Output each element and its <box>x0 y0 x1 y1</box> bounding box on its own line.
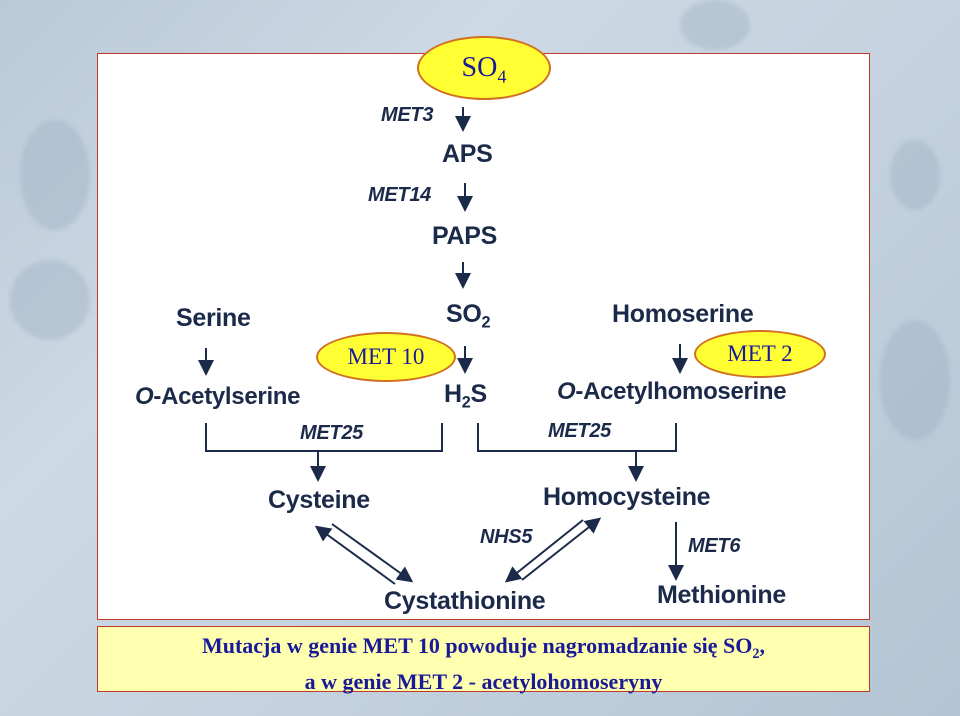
metabolite-cysteine: Cysteine <box>268 486 370 514</box>
met10-oval: MET 10 <box>316 332 456 382</box>
caption-line-1-sub: 2 <box>752 646 760 662</box>
h2s-s: S <box>470 380 488 408</box>
so2-sub: 2 <box>481 313 491 332</box>
enzyme-met25-right: MET25 <box>548 420 611 442</box>
enzyme-met3: MET3 <box>381 104 434 126</box>
metabolite-so2: SO2 <box>446 300 491 333</box>
metabolite-serine: Serine <box>176 304 251 332</box>
metabolite-h2s: H2S <box>444 380 487 413</box>
enzyme-met6: MET6 <box>688 535 741 557</box>
background-cell <box>10 260 90 340</box>
enzyme-met14: MET14 <box>368 184 431 206</box>
metabolite-o-acetylserine: O-Acetylserine <box>135 383 301 411</box>
caption-line-1-suffix: , <box>759 633 766 658</box>
met2-oval: MET 2 <box>694 330 826 378</box>
so4-main: SO <box>461 52 498 83</box>
o-prefix: O <box>135 383 154 410</box>
background-cell <box>880 320 950 440</box>
enzyme-met25-left: MET25 <box>300 422 363 444</box>
caption-line-2: a w genie MET 2 - acetylohomoseryny <box>304 669 663 694</box>
arrow-cystathionine-homocysteine <box>521 517 602 581</box>
so4-sub: 4 <box>497 66 507 87</box>
caption-line-1: Mutacja w genie MET 10 powoduje nagromad… <box>98 632 869 668</box>
arrow-cystathionine-cysteine <box>314 525 396 585</box>
background-cell <box>20 120 90 230</box>
bracket-met25-right <box>477 423 677 452</box>
o-prefix: O <box>557 378 576 405</box>
h2s-sub: 2 <box>461 393 471 412</box>
metabolite-homoserine: Homoserine <box>612 300 754 328</box>
o-acetylserine-rest: -Acetylserine <box>153 383 301 410</box>
metabolite-methionine: Methionine <box>657 581 786 609</box>
background-cell <box>890 140 940 210</box>
so4-oval: SO4 <box>417 36 551 100</box>
arrow-homocysteine-cystathionine <box>504 519 584 583</box>
metabolite-aps: APS <box>442 140 493 168</box>
arrow-cysteine-cystathionine <box>331 523 414 583</box>
enzyme-nhs5: NHS5 <box>480 526 533 548</box>
bracket-met25-left <box>205 423 443 452</box>
caption-box: Mutacja w genie MET 10 powoduje nagromad… <box>97 626 870 694</box>
o-acetylhomoserine-rest: -Acetylhomoserine <box>575 378 787 405</box>
metabolite-paps: PAPS <box>432 222 498 250</box>
met10-label: MET 10 <box>347 344 425 369</box>
met2-label: MET 2 <box>727 341 793 366</box>
metabolite-homocysteine: Homocysteine <box>543 483 711 511</box>
caption-line-1-text: Mutacja w genie MET 10 powoduje nagromad… <box>201 633 753 658</box>
background-cell <box>680 0 750 50</box>
so2-main: SO <box>446 300 482 328</box>
h2s-h: H <box>444 380 462 408</box>
metabolite-cystathionine: Cystathionine <box>384 587 546 615</box>
metabolite-o-acetylhomoserine: O-Acetylhomoserine <box>557 378 787 406</box>
